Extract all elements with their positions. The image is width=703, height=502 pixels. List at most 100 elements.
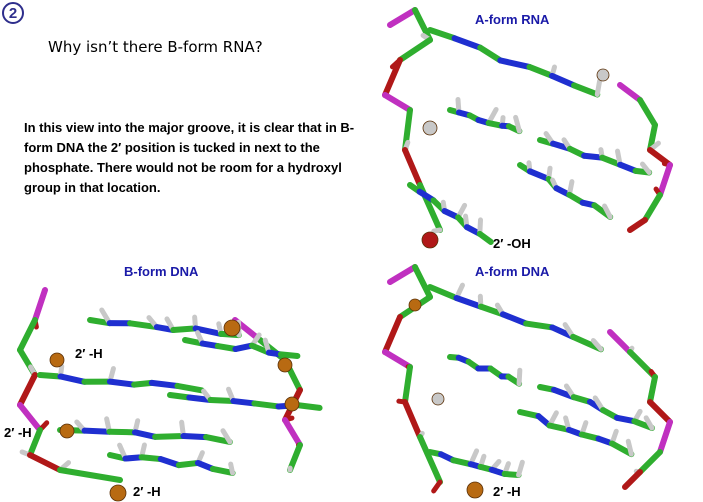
bond-stick (642, 192, 663, 223)
bond-stick (602, 203, 613, 220)
bond-stick (282, 417, 303, 448)
a-form-dna-model (382, 264, 673, 499)
bond-stick (431, 227, 443, 234)
bond-stick (427, 284, 460, 301)
bond-stick (192, 325, 225, 337)
2prime-h-sphere (223, 319, 241, 337)
a-form-rna-2prime-oh-label: 2′ -OH (493, 236, 531, 251)
bond-stick (637, 449, 663, 475)
bond-stick (647, 399, 673, 425)
bond-stick (625, 438, 634, 457)
bond-stick (594, 78, 603, 97)
bond-stick (453, 294, 484, 310)
b-form-dna-model (17, 287, 323, 502)
bond-stick (590, 338, 604, 352)
hydrogen-sphere (596, 68, 610, 82)
bond-stick (37, 372, 64, 380)
bond-stick (513, 114, 522, 134)
bond-stick (607, 329, 633, 355)
bond-stick (431, 479, 443, 494)
bond-stick (516, 459, 525, 478)
a-form-rna-title: A-form RNA (475, 12, 550, 27)
hydrogen-sphere (422, 120, 438, 136)
bond-stick (209, 465, 236, 476)
bond-stick (643, 415, 655, 431)
2prime-h-sphere (109, 484, 127, 502)
bond-stick (287, 442, 303, 473)
a-form-dna-title: A-form DNA (475, 264, 550, 279)
bond-stick (526, 63, 556, 79)
slide-question: Why isn’t there B-form RNA? (48, 38, 263, 56)
bond-stick (627, 217, 648, 233)
bond-stick (57, 373, 88, 385)
2prime-h-sphere (466, 481, 484, 499)
bond-stick (546, 422, 572, 433)
bond-stick (106, 378, 138, 388)
bond-stick (382, 57, 403, 98)
bond-stick (412, 264, 433, 300)
bond-stick (637, 97, 658, 128)
bond-stick (138, 454, 164, 463)
bond-stick (657, 162, 673, 198)
bond-stick (174, 382, 205, 394)
bond-stick (17, 317, 38, 353)
bond-stick (402, 147, 423, 188)
bond-stick (127, 320, 160, 331)
bond-stick (87, 317, 113, 327)
bond-stick (81, 427, 113, 435)
2prime-oh-sphere (421, 231, 439, 249)
bond-stick (106, 428, 138, 436)
bond-stick (571, 82, 601, 98)
bond-stick (451, 35, 484, 51)
2prime-h-sphere (277, 357, 293, 373)
a-form-rna-model (382, 7, 673, 249)
bond-stick (57, 467, 123, 483)
bond-stick (526, 168, 552, 183)
bond-stick (203, 434, 233, 445)
b-form-dna-title: B-form DNA (124, 264, 199, 279)
bond-stick (402, 364, 413, 405)
explanation-text: In this view into the major groove, it i… (24, 120, 355, 195)
bond-stick (32, 287, 48, 323)
2prime-h-sphere (59, 423, 75, 439)
bond-stick (382, 92, 413, 113)
bond-stick (397, 37, 433, 63)
bond-stick (427, 27, 458, 42)
bond-stick (412, 7, 433, 43)
2prime-h-sphere (284, 396, 300, 412)
bond-stick (175, 459, 201, 469)
bond-stick (387, 7, 418, 28)
bond-stick (516, 367, 523, 387)
b-form-dna-2prime-h-label-top: 2′ -H (75, 346, 103, 361)
slide-number-badge: 2 (2, 2, 24, 24)
bond-stick (647, 122, 658, 153)
bond-stick (477, 44, 504, 64)
bond-stick (382, 314, 403, 355)
bond-stick (647, 374, 658, 405)
bond-stick (186, 394, 214, 403)
hydrogen-sphere (431, 392, 445, 406)
bond-stick (131, 429, 159, 440)
bond-stick (549, 72, 578, 89)
bond-stick (639, 161, 652, 175)
bond-stick (622, 469, 643, 490)
bond-stick (523, 320, 556, 331)
bond-stick (27, 427, 43, 458)
bond-stick (17, 402, 43, 433)
bond-stick (657, 419, 673, 455)
bond-stick (170, 325, 199, 334)
bond-stick (157, 456, 182, 469)
bond-stick (180, 432, 210, 441)
bond-stick (294, 402, 323, 411)
bond-stick (228, 461, 236, 476)
bond-stick (277, 351, 301, 359)
bond-stick (27, 452, 63, 473)
bond-stick (148, 379, 181, 389)
bond-stick (167, 392, 193, 401)
bond-stick (608, 440, 635, 458)
bond-stick (599, 154, 624, 168)
bond-stick (617, 82, 643, 103)
b-form-dna-2prime-h-label-bottom: 2′ -H (133, 484, 161, 499)
2prime-h-sphere (408, 298, 422, 312)
bond-stick (581, 152, 606, 161)
